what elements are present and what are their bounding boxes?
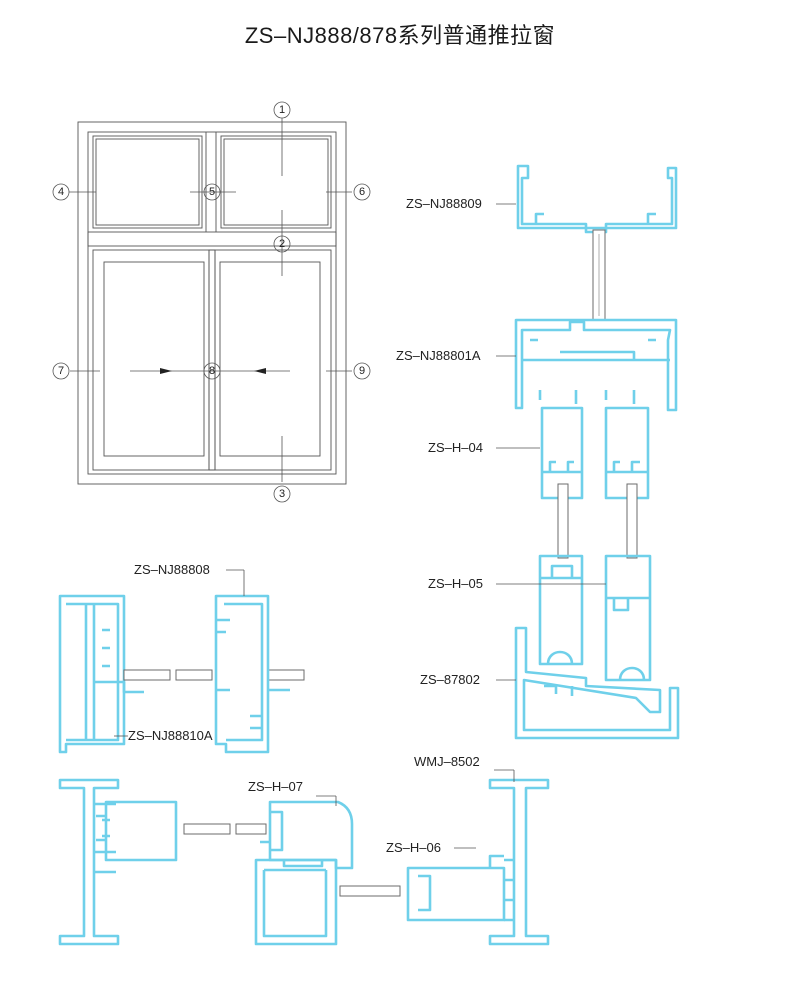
- leaders-right: [496, 203, 606, 681]
- label-zs-nj88801a: ZS–NJ88801A: [396, 348, 481, 363]
- section-marker-2: 2: [273, 235, 291, 253]
- glass-middle: [123, 669, 305, 681]
- svg-text:1: 1: [279, 104, 285, 116]
- profile-wmj-8502: [488, 778, 550, 946]
- profile-zs-h-07-left: [96, 800, 178, 862]
- profile-zs-h-07-lower: [254, 858, 338, 946]
- label-zs-nj88808: ZS–NJ88808: [134, 562, 210, 577]
- svg-text:4: 4: [58, 186, 64, 198]
- section-marker-6: 6: [353, 183, 371, 201]
- label-zs-nj88810a: ZS–NJ88810A: [128, 728, 213, 743]
- label-zs-h-05: ZS–H–05: [428, 576, 483, 591]
- profile-zs-h-04-left: [540, 406, 584, 500]
- label-zs-h-07: ZS–H–07: [248, 779, 303, 794]
- profile-zs-h-05-right: [604, 554, 652, 682]
- glass-upper: [592, 229, 606, 321]
- label-zs-87802: ZS–87802: [420, 672, 480, 687]
- leaders-middle: [114, 569, 245, 737]
- section-marker-7: 7: [52, 362, 70, 380]
- section-marker-8: 8: [203, 362, 221, 380]
- leaders-bottom: [316, 769, 515, 849]
- profile-zs-h-07: [260, 800, 354, 870]
- profile-zs-h-06: [406, 854, 506, 922]
- glass-bottom-upper: [183, 823, 267, 835]
- profile-zs-87802: [514, 626, 680, 740]
- section-marker-4: 4: [52, 183, 70, 201]
- svg-text:7: 7: [58, 365, 64, 377]
- section-marker-1: 1: [273, 101, 291, 119]
- profile-zs-nj88810a: [58, 594, 144, 754]
- profile-jamb-bottom-left: [58, 778, 120, 946]
- profile-zs-h-04-right: [604, 406, 650, 500]
- profile-zs-nj88808: [214, 594, 290, 754]
- page-title: ZS–NJ888/878系列普通推拉窗: [244, 23, 556, 48]
- label-zs-nj88809: ZS–NJ88809: [406, 196, 482, 211]
- section-marker-5: 5: [203, 183, 221, 201]
- svg-text:8: 8: [209, 365, 215, 377]
- label-wmj-8502: WMJ–8502: [414, 754, 480, 769]
- window-elevation: [69, 118, 352, 485]
- label-zs-h-06: ZS–H–06: [386, 840, 441, 855]
- svg-text:9: 9: [359, 365, 365, 377]
- svg-text:6: 6: [359, 186, 365, 198]
- svg-text:2: 2: [279, 238, 285, 250]
- glass-bottom-lower: [339, 885, 401, 897]
- section-marker-3: 3: [273, 485, 291, 503]
- svg-text:5: 5: [209, 186, 215, 198]
- svg-text:3: 3: [279, 488, 285, 500]
- profile-zs-nj88801a: [514, 318, 678, 412]
- label-zs-h-04: ZS–H–04: [428, 440, 483, 455]
- section-marker-9: 9: [353, 362, 371, 380]
- profile-zs-h-05-left: [538, 554, 584, 666]
- profile-zs-nj88809: [516, 164, 678, 234]
- glass-sash: [557, 483, 638, 559]
